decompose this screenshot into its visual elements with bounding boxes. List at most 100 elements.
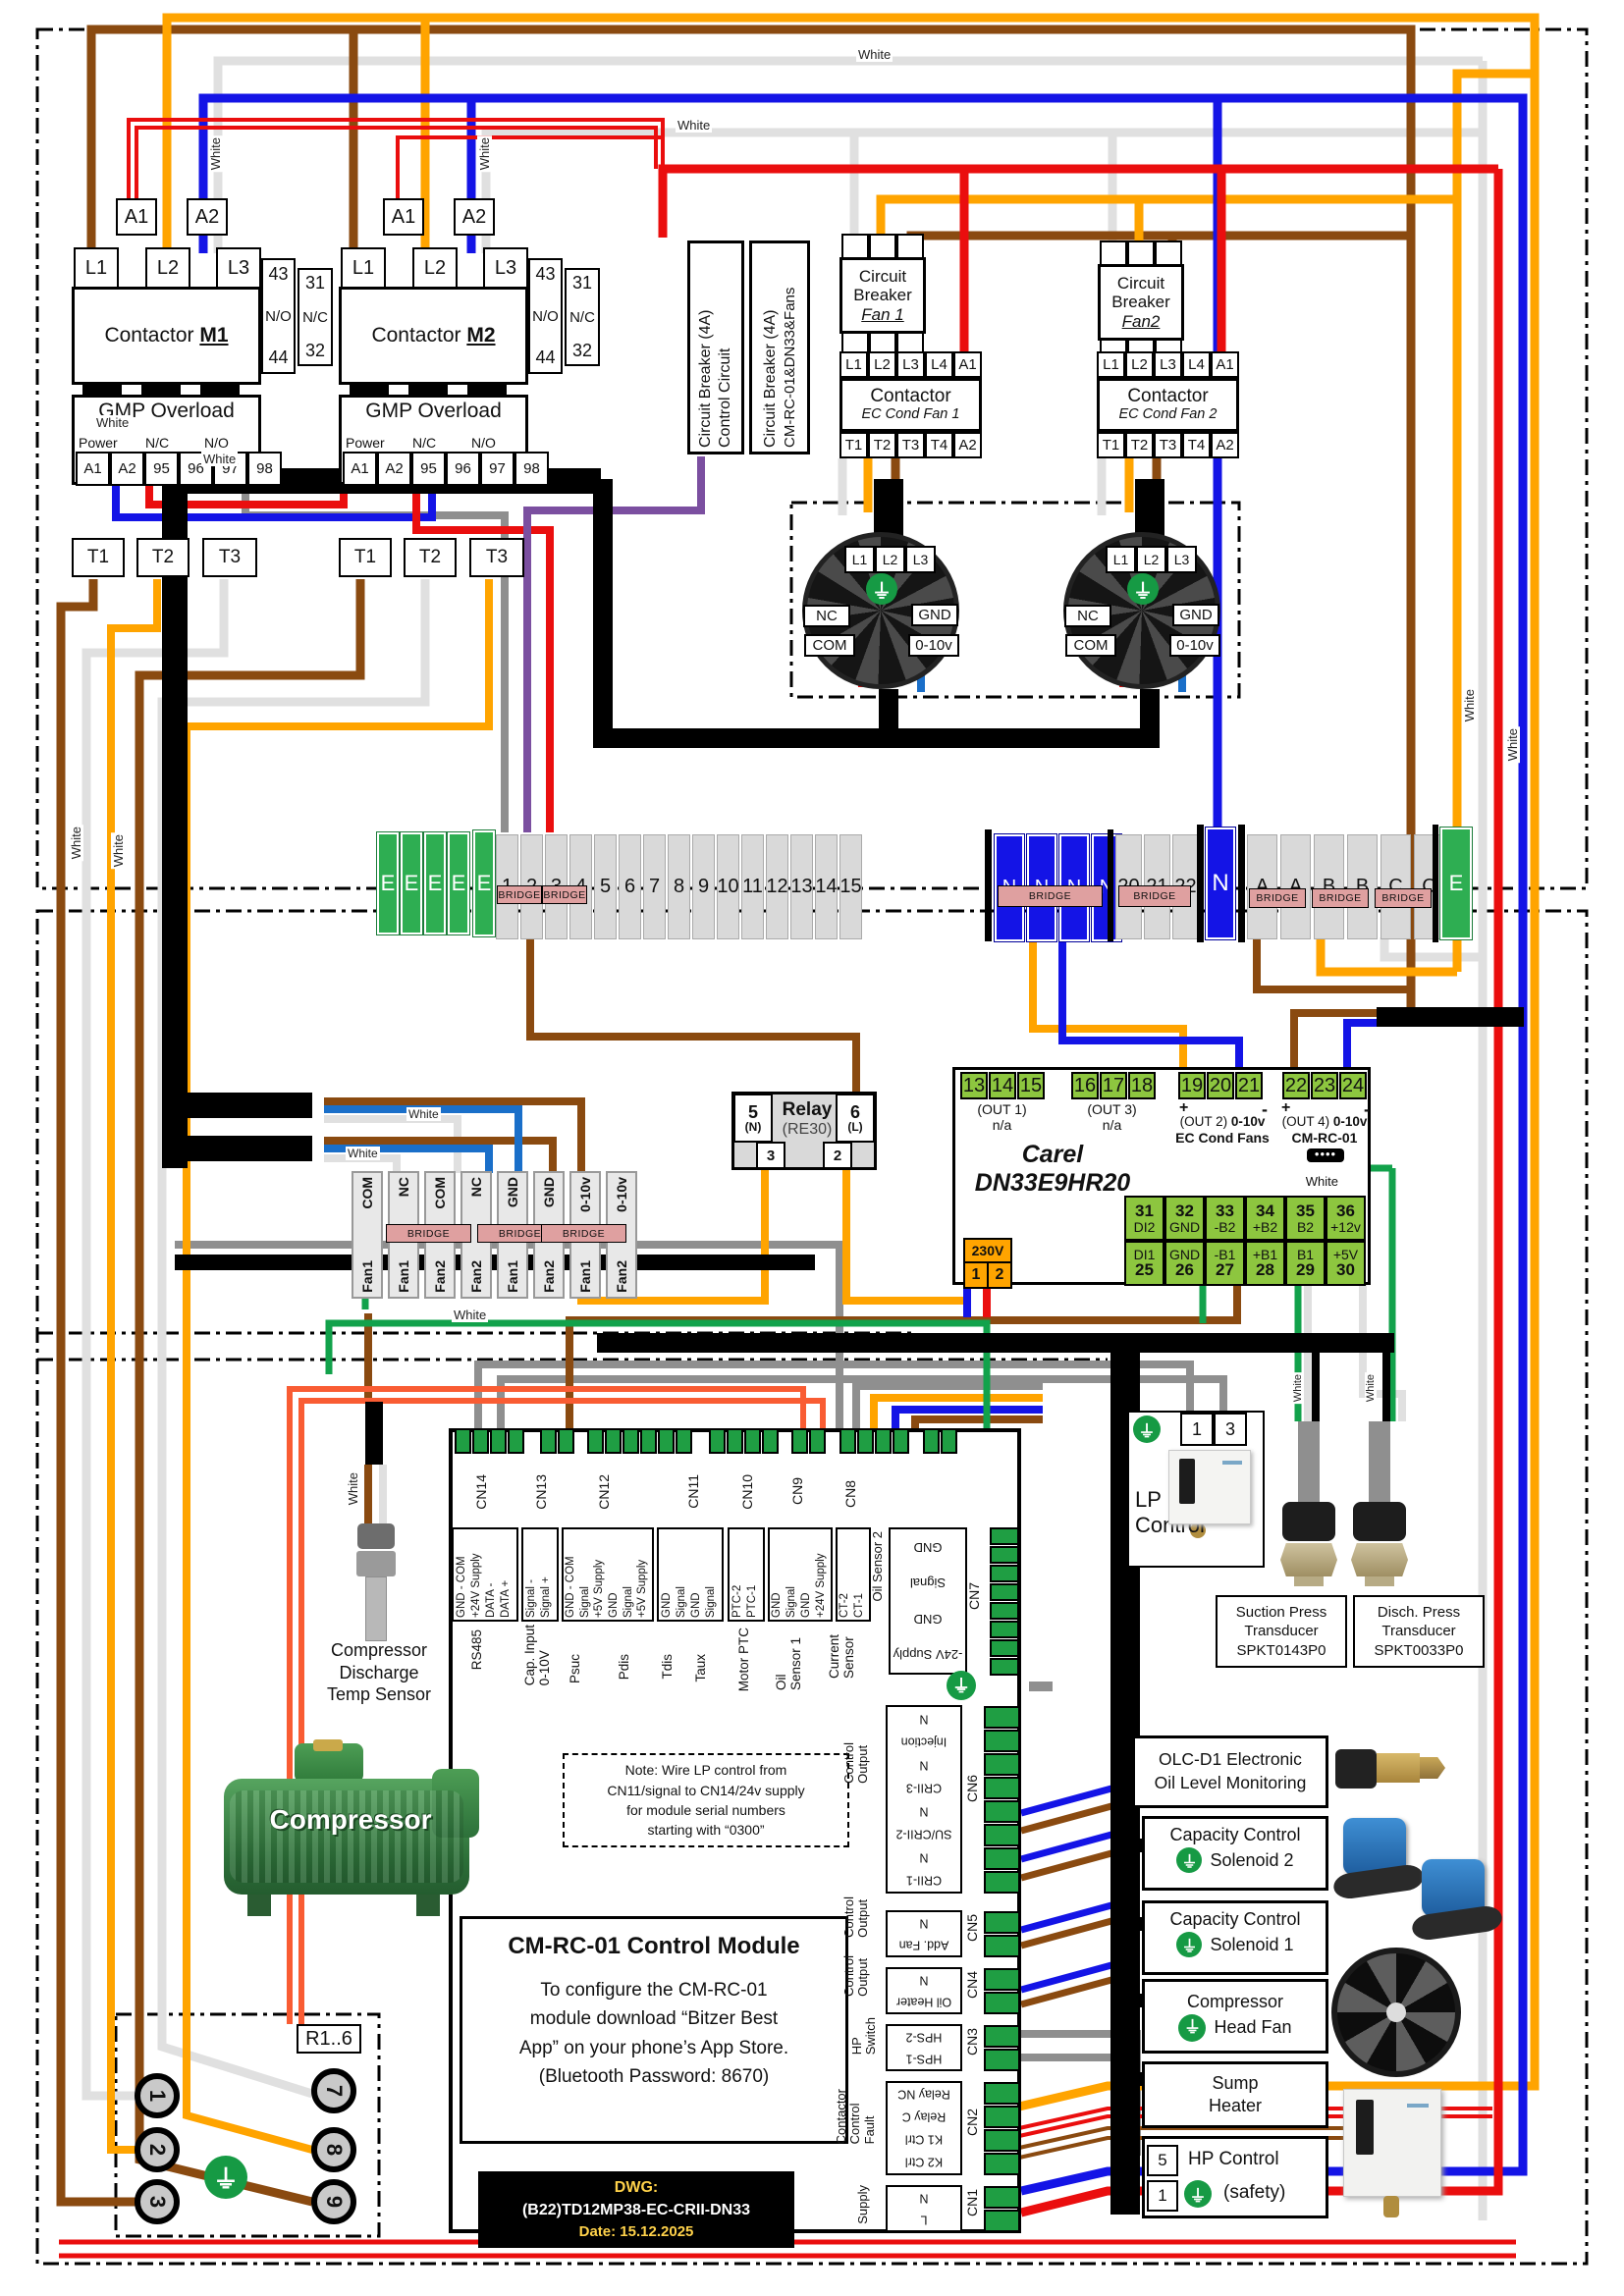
cn11-connector — [709, 1428, 780, 1454]
m2-t3: T3 — [469, 538, 524, 577]
fan-contactor2-terminal: A2 — [1211, 432, 1239, 458]
r16-label-box: R1..6 — [297, 2024, 361, 2054]
cb-fan1-line1: Circuit — [858, 266, 907, 286]
fan-contactor1-terminal: A2 — [953, 432, 982, 458]
cn12-connector — [587, 1428, 693, 1454]
fan-contactor1-terminal: L1 — [839, 351, 868, 378]
fan-contactor1-terminal: T1 — [839, 432, 868, 458]
m2-aux-31: 31 — [571, 273, 593, 293]
fan-contactor1-terminal: T4 — [925, 432, 953, 458]
fan1-com: COM — [804, 634, 855, 657]
strip-n-single: N — [1205, 827, 1236, 940]
dwg-label: DWG: — [614, 2179, 659, 2197]
m2-coil-a2: A2 — [454, 198, 495, 236]
white-wire-label: White — [452, 1308, 489, 1322]
fanblock-bridge-010v: BRIDGE — [541, 1224, 626, 1243]
hp-label2: (safety) — [1223, 2182, 1286, 2203]
m1-aux-32: 32 — [304, 341, 326, 360]
fan-contactor2-terminal: L3 — [1154, 351, 1182, 378]
r16-ground-icon: ⏚ — [204, 2156, 247, 2199]
cn7-connector — [990, 1527, 1021, 1677]
psuc-label: Psuc — [568, 1654, 582, 1684]
head-fan-line2: ⏚ Head Fan — [1178, 2013, 1292, 2042]
white-wire-label: White — [1365, 1372, 1377, 1405]
cn3-connector — [984, 2024, 1020, 2071]
head-fan-image — [1331, 1948, 1461, 2077]
strip-bridge-aa: BRIDGE — [1249, 888, 1306, 908]
circuit-breaker-fan1: Circuit Breaker Fan 1 — [839, 257, 926, 334]
gmp-m2-col-nc: N/C — [412, 435, 437, 451]
contactor-m2: Contactor M2 — [339, 287, 528, 385]
white-wire-label: White — [346, 1470, 360, 1508]
carel-terminal: 18 — [1128, 1072, 1156, 1099]
module-ground-icon: ⏚ — [947, 1671, 976, 1700]
strip-terminal: 8 — [668, 834, 690, 939]
fan1-terminal: L2 — [875, 546, 905, 573]
cn3-label: CN3 — [964, 2028, 980, 2056]
carel-terminal: 17 — [1100, 1072, 1127, 1099]
strip-terminal: 12 — [766, 834, 788, 939]
gmp-terminal: 95 — [411, 452, 446, 486]
m2-l1-label: L1 — [352, 256, 375, 279]
white-wire-label: White — [477, 135, 492, 173]
contactor-m2-name: M2 — [466, 324, 496, 347]
cn5-label: CN5 — [964, 1914, 980, 1943]
strip-terminal: 10 — [717, 834, 739, 939]
head-fan-ground-icon: ⏚ — [1178, 2013, 1207, 2042]
hp-label1: HP Control — [1188, 2149, 1279, 2169]
cb-control-line2: Control Circuit — [717, 347, 733, 448]
carel-230v: 230V 1 2 — [963, 1238, 1012, 1289]
fan-contactor1-terminal: T3 — [896, 432, 925, 458]
m1-aux-no: 43 N/O 44 — [261, 258, 296, 374]
relay-3: 3 — [766, 1147, 776, 1164]
strip-terminal: C — [1380, 834, 1411, 939]
strip-terminal: B — [1314, 834, 1344, 939]
m1-t3-label: T3 — [218, 547, 242, 567]
fan2-com-label: COM — [1073, 637, 1109, 654]
fan2-010v-label: 0-10v — [1176, 637, 1214, 654]
m2-t3-label: T3 — [485, 547, 509, 567]
m2-aux-32: 32 — [571, 341, 593, 360]
lp-control-image — [1168, 1450, 1251, 1524]
cn1-label: CN1 — [964, 2189, 980, 2217]
cb-fan2-line1: Circuit — [1116, 273, 1165, 293]
dwg-box: DWG: (B22)TD12MP38-EC-CRII-DN33 Date: 15… — [478, 2171, 794, 2248]
compressor-image: Compressor — [220, 1739, 481, 1932]
carel-grid-cell: 36+12v — [1326, 1196, 1366, 1241]
fan1-gnd-label: GND — [918, 607, 951, 623]
fan2-gnd-label: GND — [1179, 607, 1213, 623]
m1-l1-label: L1 — [84, 256, 108, 279]
strip-bridge-bb: BRIDGE — [1312, 888, 1369, 908]
r16-contact-2: 2 — [135, 2127, 180, 2172]
tdis-label: Tdis — [660, 1654, 675, 1680]
lp-ground-icon: ⏚ — [1133, 1415, 1161, 1443]
gmp-terminal: A2 — [110, 452, 144, 486]
fan-contactor2-terminal: T2 — [1125, 432, 1154, 458]
white-wire-label: White — [69, 825, 83, 862]
fan1-010v: 0-10v — [908, 634, 959, 657]
gmp-terminal: 96 — [179, 452, 213, 486]
cn7-label: CN7 — [966, 1582, 982, 1611]
white-wire-label: White — [856, 47, 893, 62]
fan1-nc-label: NC — [816, 608, 838, 624]
fan-contactor1-terminal: L4 — [925, 351, 953, 378]
